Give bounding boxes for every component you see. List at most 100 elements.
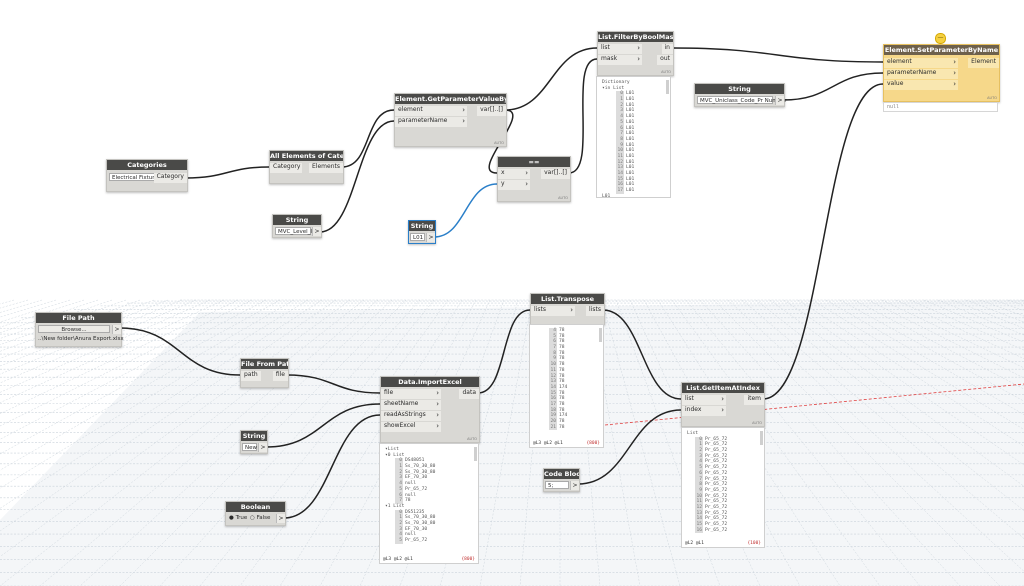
- output-port-elements[interactable]: Elements: [309, 163, 343, 173]
- node-code-block[interactable]: Code Block 5; >: [543, 468, 580, 492]
- output-port-item[interactable]: item: [744, 395, 764, 405]
- output-port[interactable]: >: [258, 443, 267, 452]
- node-get-parameter-value-by-name[interactable]: Element.GetParameterValueByName element›…: [394, 93, 507, 147]
- input-port-value[interactable]: value›: [884, 80, 958, 90]
- list-index: 12: [695, 504, 703, 511]
- output-port[interactable]: >: [570, 481, 579, 490]
- node-all-elements-of-category[interactable]: All Elements of Category Category Elemen…: [269, 150, 344, 184]
- true-radio[interactable]: ● True: [229, 515, 248, 521]
- node-data-import-excel[interactable]: Data.ImportExcel file› sheetName› readAs…: [380, 376, 480, 443]
- list-index: 12: [616, 159, 624, 166]
- preview-scrollbar[interactable]: [474, 447, 477, 461]
- preview-scrollbar[interactable]: [666, 80, 669, 94]
- list-index: 16: [616, 182, 624, 189]
- node-string-new[interactable]: String New >: [240, 430, 268, 454]
- false-radio[interactable]: ○ False: [250, 515, 271, 521]
- node-string-level-id[interactable]: String MVC_Level_ID >: [272, 214, 322, 238]
- node-string-l01[interactable]: String L01 >: [408, 220, 436, 244]
- output-port-data[interactable]: data: [459, 389, 479, 399]
- input-port-y[interactable]: y›: [498, 180, 530, 190]
- list-index: 13: [695, 510, 703, 517]
- output-port-var[interactable]: var[]..[]: [541, 169, 570, 179]
- dropdown-value: Electrical Fixtures: [112, 175, 161, 181]
- list-index: 14: [616, 171, 624, 177]
- node-title: Code Block: [544, 469, 579, 479]
- output-port-lists[interactable]: lists: [586, 306, 604, 316]
- output-port-element[interactable]: Element: [968, 58, 999, 68]
- node-list-transpose[interactable]: List.Transpose lists› lists: [530, 293, 605, 325]
- string-input[interactable]: MVC_Uniclass_Code_Pr Number: [697, 96, 787, 104]
- input-port-sheet-name[interactable]: sheetName›: [381, 400, 441, 410]
- list-index: 7: [549, 345, 557, 351]
- list-index: 6: [695, 470, 703, 477]
- preview-scrollbar[interactable]: [760, 431, 763, 445]
- input-port-index[interactable]: index›: [682, 406, 726, 416]
- input-port-parameter-name[interactable]: parameterName›: [395, 117, 467, 127]
- input-port-category[interactable]: Category: [270, 163, 302, 173]
- output-port-in[interactable]: in: [661, 44, 673, 54]
- input-port-x[interactable]: x›: [498, 169, 530, 179]
- warning-icon[interactable]: —: [935, 33, 946, 44]
- input-port-list[interactable]: list›: [682, 395, 726, 405]
- string-input[interactable]: New: [242, 443, 257, 451]
- output-port[interactable]: >: [112, 325, 121, 334]
- output-port[interactable]: >: [426, 233, 435, 242]
- string-input[interactable]: L01: [410, 233, 425, 241]
- list-index: 2: [695, 448, 703, 454]
- string-input[interactable]: MVC_Level_ID: [275, 227, 316, 235]
- node-boolean[interactable]: Boolean ● True ○ False >: [225, 501, 286, 526]
- browse-button[interactable]: Browse...: [38, 325, 110, 333]
- output-port-var[interactable]: var[]..[]: [477, 106, 506, 116]
- input-port-element[interactable]: element›: [884, 58, 958, 68]
- output-port-category[interactable]: Category: [153, 173, 187, 183]
- node-file-path[interactable]: File Path Browse... > ..\New folder\Anur…: [35, 312, 124, 347]
- node-title: File Path: [36, 313, 121, 323]
- node-file-from-path[interactable]: File From Path path file: [240, 358, 289, 388]
- lacing-label: AUTO: [661, 70, 671, 74]
- list-index: 2: [395, 469, 403, 476]
- input-port-parameter-name[interactable]: parameterName›: [884, 69, 958, 79]
- node-element-set-parameter-by-name[interactable]: Element.SetParameterByName element› para…: [883, 44, 1000, 102]
- input-port-path[interactable]: path: [241, 371, 261, 381]
- node-title: Categories: [107, 160, 187, 170]
- node-categories[interactable]: Categories Electrical Fixtures ⌄ Categor…: [106, 159, 188, 192]
- input-port-list[interactable]: list›: [598, 44, 642, 54]
- output-port-out[interactable]: out: [657, 55, 673, 65]
- output-port[interactable]: >: [312, 227, 321, 236]
- input-port-element[interactable]: element›: [395, 106, 467, 116]
- input-port-mask[interactable]: mask›: [598, 55, 642, 65]
- input-port-lists[interactable]: lists›: [531, 306, 575, 316]
- output-port[interactable]: >: [276, 514, 285, 523]
- node-equals[interactable]: == x› y› var[]..[] AUTO: [497, 156, 571, 202]
- output-port-file[interactable]: file: [272, 371, 288, 381]
- preview-scrollbar[interactable]: [599, 328, 602, 342]
- input-port-file[interactable]: file›: [381, 389, 441, 399]
- node-list-get-item-at-index[interactable]: List.GetItemAtIndex list› index› item AU…: [681, 382, 765, 427]
- node-string-uniclass-code[interactable]: String MVC_Uniclass_Code_Pr Number >: [694, 83, 787, 107]
- node-list-filter-by-bool-mask[interactable]: List.FilterByBoolMask list› mask› in out…: [597, 31, 674, 76]
- code-input[interactable]: 5;: [545, 481, 569, 489]
- input-port-read-as-strings[interactable]: readAsStrings›: [381, 411, 441, 421]
- preview-levels: @L3 @L2 @L1{800}: [533, 441, 600, 446]
- output-port[interactable]: >: [775, 96, 784, 105]
- input-port-show-excel[interactable]: showExcel›: [381, 422, 441, 432]
- preview-set-parameter[interactable]: null: [883, 102, 998, 112]
